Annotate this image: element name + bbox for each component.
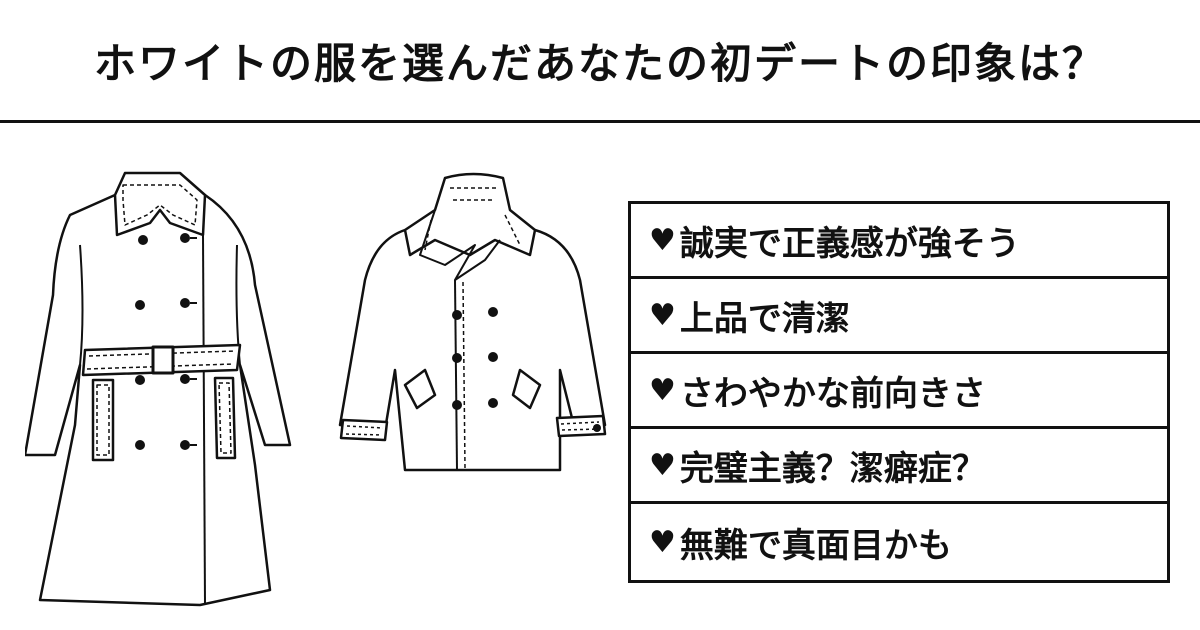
impression-list: ♥ 誠実で正義感が強そう ♥ 上品で清潔 ♥ さわやかな前向きさ ♥ 完璧主義？…: [628, 201, 1170, 583]
page-title: ホワイトの服を選んだあなたの初デートの印象は？: [93, 39, 1106, 88]
trench-coat-illustration: [25, 165, 295, 610]
impression-text: 誠実で正義感が強そう: [679, 223, 1020, 264]
impression-item: ♥ 上品で清潔: [631, 279, 1167, 354]
impression-text: 上品で清潔: [679, 298, 850, 339]
pea-coat-illustration: [335, 170, 610, 480]
heart-icon: ♥: [649, 524, 676, 560]
heart-icon: ♥: [649, 447, 676, 483]
heart-icon: ♥: [649, 372, 676, 408]
impression-item: ♥ さわやかな前向きさ: [631, 354, 1167, 429]
impression-item: ♥ 無難で真面目かも: [631, 504, 1167, 580]
impression-item: ♥ 誠実で正義感が強そう: [631, 204, 1167, 279]
title-divider: [0, 120, 1200, 123]
impression-item: ♥ 完璧主義？潔癖症？: [631, 429, 1167, 504]
heart-icon: ♥: [649, 297, 676, 333]
heart-icon: ♥: [649, 222, 676, 258]
impression-text: 無難で真面目かも: [679, 525, 952, 566]
impression-text: さわやかな前向きさ: [679, 373, 986, 414]
impression-text: 完璧主義？潔癖症？: [679, 448, 986, 489]
